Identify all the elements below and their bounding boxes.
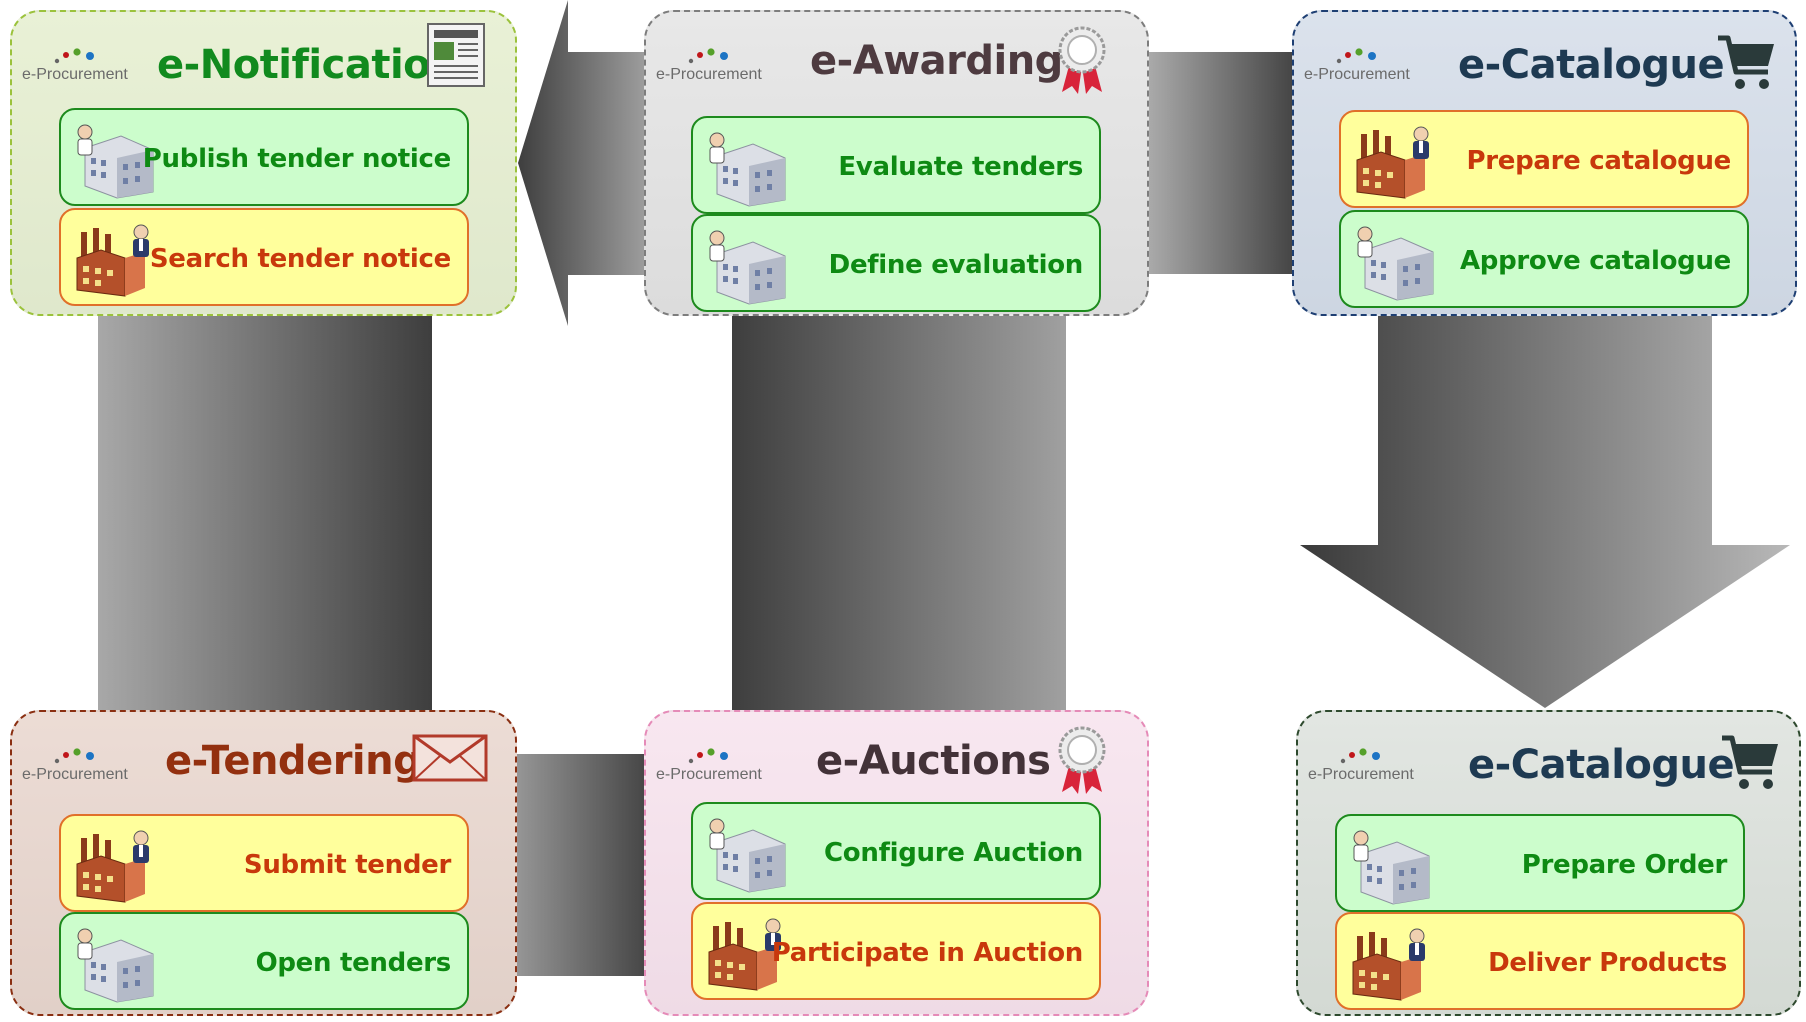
module-e-catalogue-top: e-Procurement e-Catalogue Prepare catalo… [1292, 10, 1797, 316]
connector-auctions-to-awarding [732, 300, 1066, 720]
logo-text: e-Procurement [1304, 66, 1410, 83]
connector-catalogue-to-awarding [1140, 52, 1306, 274]
supplier-factory-icon [1352, 928, 1425, 1001]
task-label: Configure Auction [824, 838, 1083, 868]
newspaper-icon [427, 23, 485, 87]
shopping-cart-icon [1718, 35, 1774, 89]
task-approve-catalogue[interactable]: Approve catalogue [1339, 210, 1749, 308]
task-configure-auction[interactable]: Configure Auction [691, 802, 1101, 900]
task-label: Evaluate tenders [838, 152, 1083, 182]
task-prepare-order[interactable]: Prepare Order [1335, 814, 1745, 912]
supplier-factory-icon [708, 918, 781, 991]
authority-building-icon [709, 818, 786, 893]
task-prepare-catalogue[interactable]: Prepare catalogue [1339, 110, 1749, 208]
envelope-icon [412, 734, 488, 782]
authority-building-icon [77, 928, 154, 1003]
authority-building-icon [709, 230, 786, 305]
task-define-evaluation[interactable]: Define evaluation [691, 214, 1101, 312]
task-label: Define evaluation [828, 250, 1084, 280]
award-rosette-icon [1058, 26, 1106, 94]
e-procurement-logo: e-Procurement [656, 738, 776, 788]
module-e-awarding: e-Procurement e-Awarding Evaluate tender… [644, 10, 1149, 316]
task-label: Participate in Auction [771, 938, 1084, 968]
task-label: Prepare Order [1521, 850, 1728, 880]
arrow-awarding-to-notification [518, 0, 660, 326]
e-procurement-logo: e-Procurement [22, 38, 142, 88]
module-e-tendering: e-Procurement e-Tendering Submit tender … [10, 710, 517, 1016]
module-title: e-Catalogue [1458, 42, 1725, 88]
task-label: Search tender notice [149, 244, 451, 274]
task-label: Publish tender notice [142, 144, 452, 174]
task-label: Prepare catalogue [1466, 146, 1731, 176]
authority-building-icon [77, 124, 154, 199]
module-e-auctions: e-Procurement e-Auctions Configure Aucti… [644, 710, 1149, 1016]
logo-text: e-Procurement [22, 66, 128, 83]
module-e-catalogue-bottom: e-Procurement e-Catalogue Prepare Order … [1296, 710, 1801, 1016]
award-rosette-icon [1058, 726, 1106, 794]
shopping-cart-icon [1722, 735, 1778, 789]
logo-text: e-Procurement [1308, 766, 1414, 783]
connector-tendering-to-auctions [510, 754, 656, 976]
authority-building-icon [709, 132, 786, 207]
e-procurement-logo: e-Procurement [22, 738, 142, 788]
connector-tendering-to-notification [98, 300, 432, 720]
e-procurement-logo: e-Procurement [1304, 38, 1424, 88]
supplier-factory-icon [76, 830, 149, 903]
task-participate-in-auction[interactable]: Participate in Auction [691, 902, 1101, 1000]
task-label: Approve catalogue [1459, 246, 1731, 276]
logo-text: e-Procurement [22, 766, 128, 783]
task-label: Submit tender [243, 850, 451, 880]
module-title: e-Awarding [810, 38, 1063, 84]
task-search-tender-notice[interactable]: Search tender notice [59, 208, 469, 306]
logo-text: e-Procurement [656, 66, 762, 83]
task-deliver-products[interactable]: Deliver Products [1335, 912, 1745, 1010]
arrow-catalogue-to-order [1300, 300, 1790, 708]
supplier-factory-icon [1356, 126, 1429, 199]
e-procurement-logo: e-Procurement [1308, 738, 1428, 788]
logo-text: e-Procurement [656, 766, 762, 783]
task-submit-tender[interactable]: Submit tender [59, 814, 469, 912]
task-label: Open tenders [255, 948, 452, 978]
authority-building-icon [1353, 830, 1430, 905]
authority-building-icon [1357, 226, 1434, 301]
task-open-tenders[interactable]: Open tenders [59, 912, 469, 1010]
module-title: e-Tendering [165, 738, 422, 784]
e-procurement-logo: e-Procurement [656, 38, 776, 88]
module-title: e-Auctions [816, 738, 1051, 784]
module-title: e-Catalogue [1468, 742, 1735, 788]
task-publish-tender-notice[interactable]: Publish tender notice [59, 108, 469, 206]
supplier-factory-icon [76, 224, 149, 297]
module-e-notification: e-Procurement e-Notification Publish ten… [10, 10, 517, 316]
task-label: Deliver Products [1488, 948, 1727, 978]
task-evaluate-tenders[interactable]: Evaluate tenders [691, 116, 1101, 214]
module-title: e-Notification [157, 42, 459, 88]
